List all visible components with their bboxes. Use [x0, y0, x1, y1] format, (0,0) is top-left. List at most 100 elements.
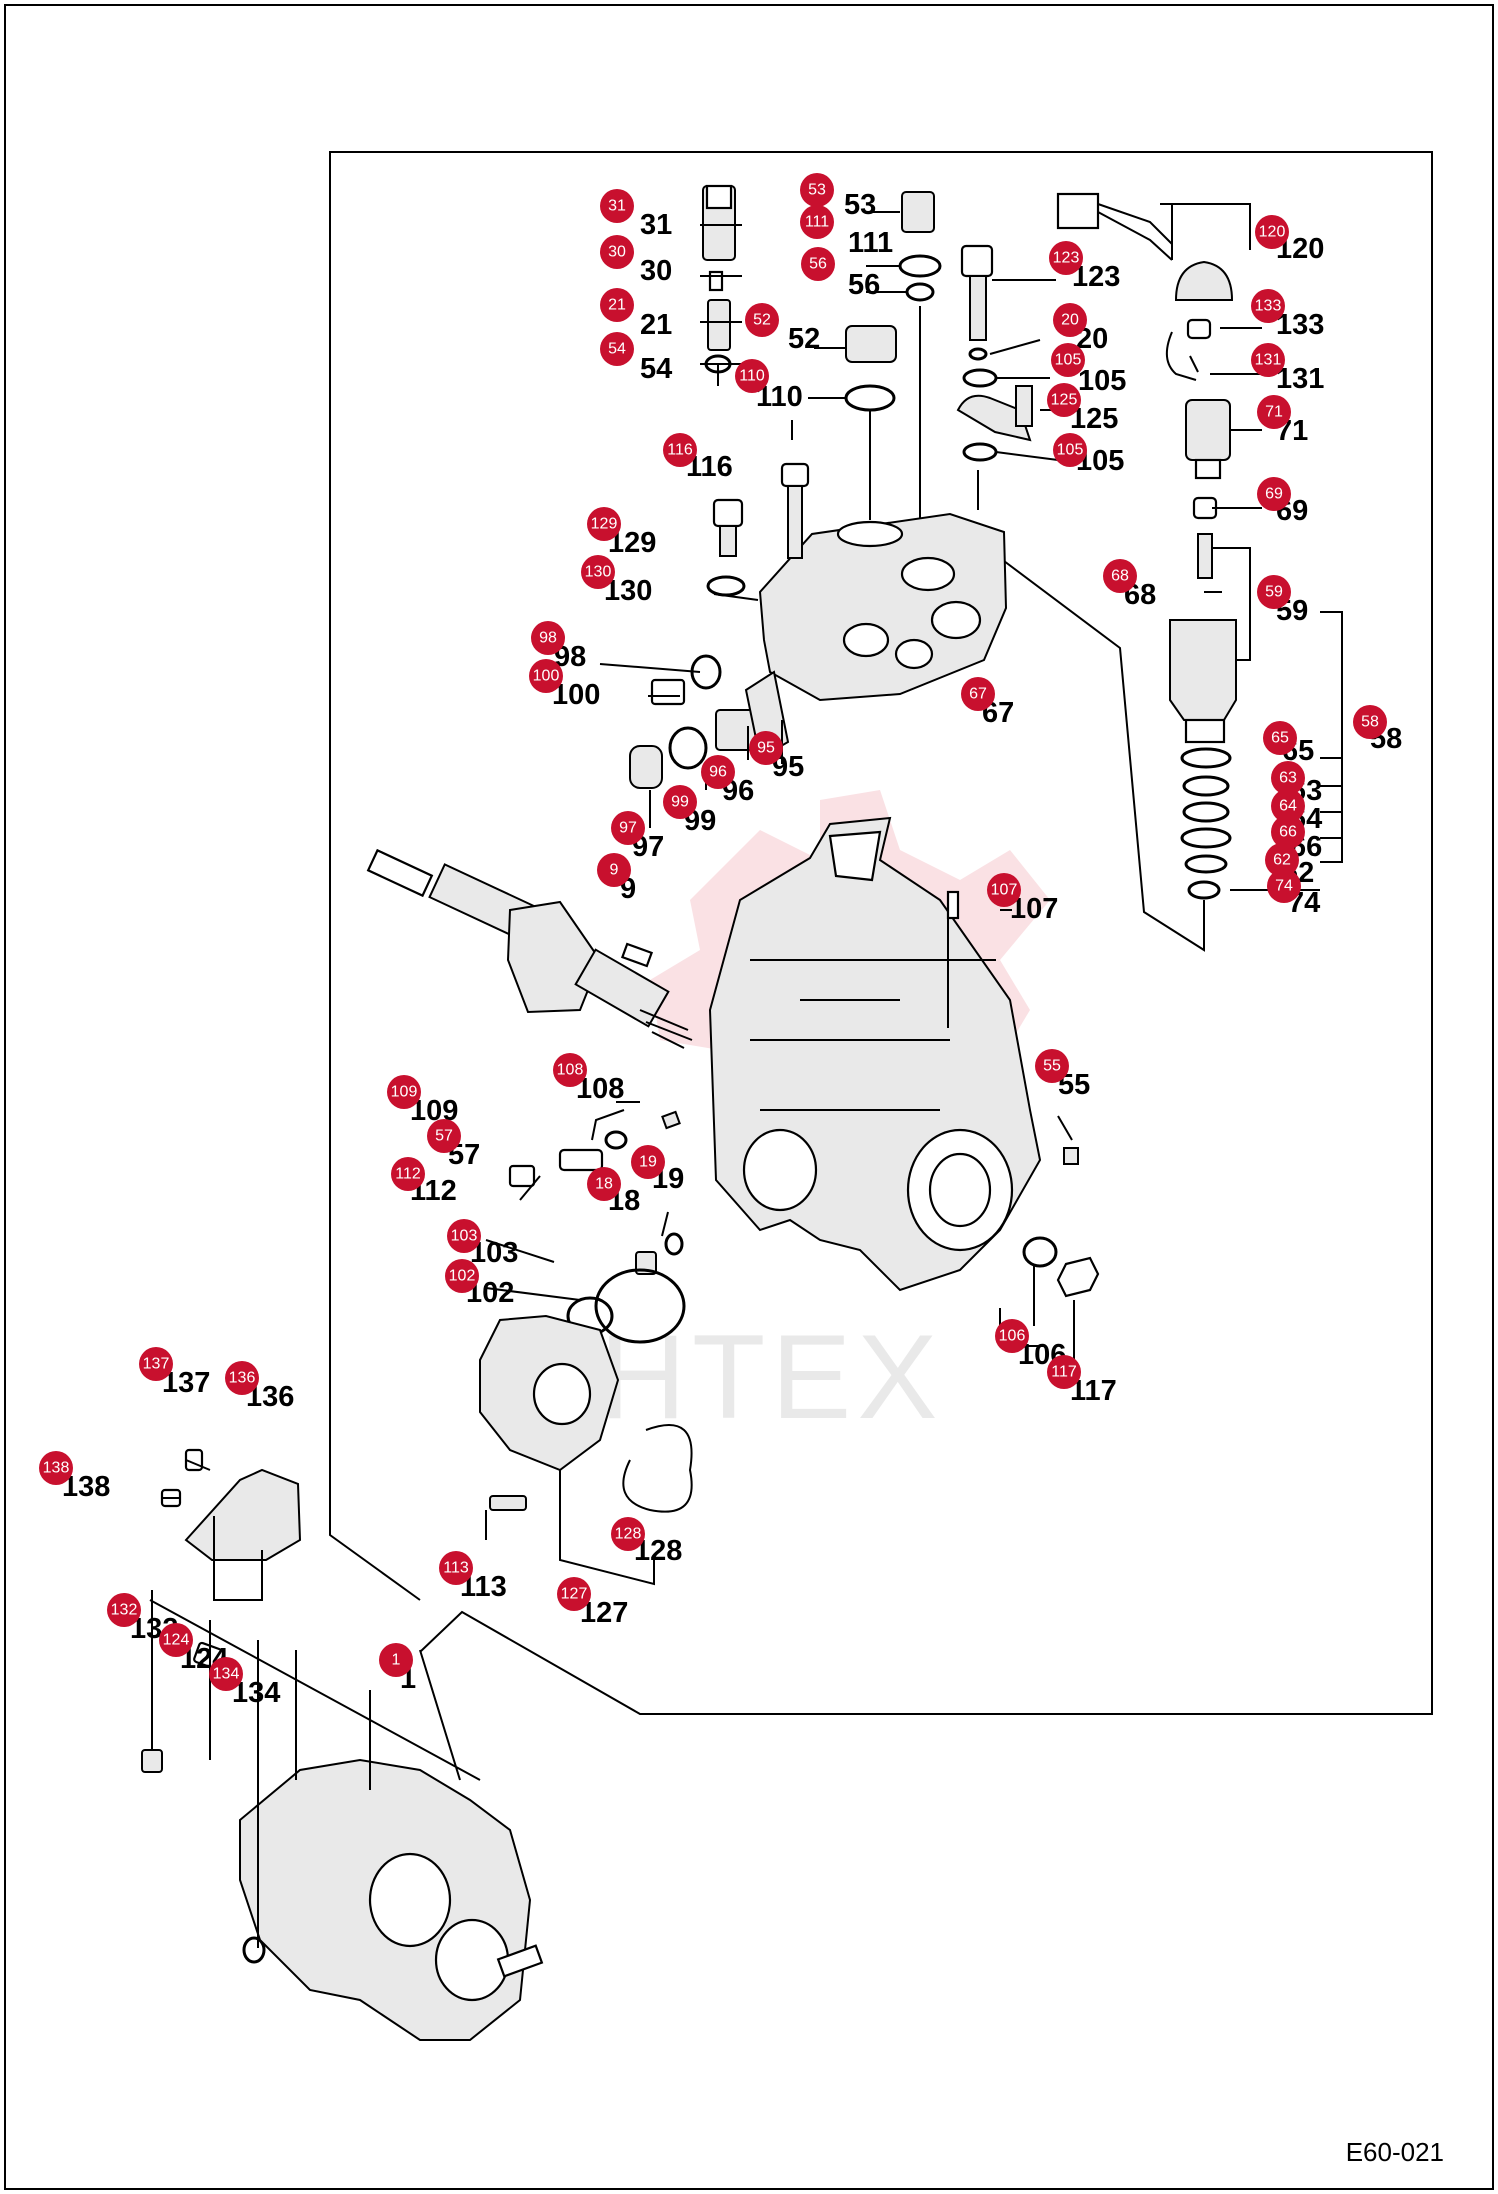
callout-circle-137[interactable]	[139, 1347, 173, 1381]
callout-circle-69[interactable]	[1257, 477, 1291, 511]
callout-circle-110[interactable]	[735, 359, 769, 393]
callout-circle-21[interactable]	[600, 288, 634, 322]
callout-circle-59[interactable]	[1257, 575, 1291, 609]
callout-badge-57[interactable]: 57	[427, 1119, 461, 1153]
callout-badge-136[interactable]: 136	[225, 1361, 259, 1395]
callout-circle-120[interactable]	[1255, 215, 1289, 249]
callout-circle-129[interactable]	[587, 507, 621, 541]
callout-circle-131[interactable]	[1251, 343, 1285, 377]
callout-badge-120[interactable]: 120	[1255, 215, 1289, 249]
callout-badge-21[interactable]: 21	[600, 288, 634, 322]
callout-circle-9[interactable]	[597, 853, 631, 887]
callout-badge-109[interactable]: 109	[387, 1075, 421, 1109]
callout-circle-55[interactable]	[1035, 1049, 1069, 1083]
callout-badge-105b[interactable]: 105	[1053, 433, 1087, 467]
callout-badge-58[interactable]: 58	[1353, 705, 1387, 739]
callout-badge-102[interactable]: 102	[445, 1259, 479, 1293]
callout-circle-106[interactable]	[995, 1319, 1029, 1353]
callout-badge-52[interactable]: 52	[745, 303, 779, 337]
callout-badge-31[interactable]: 31	[600, 189, 634, 223]
callout-badge-1[interactable]: 1	[379, 1643, 413, 1677]
callout-circle-57[interactable]	[427, 1119, 461, 1153]
callout-badge-67[interactable]: 67	[961, 677, 995, 711]
callout-badge-18[interactable]: 18	[587, 1167, 621, 1201]
callout-badge-127[interactable]: 127	[557, 1577, 591, 1611]
callout-badge-9[interactable]: 9	[597, 853, 631, 887]
callout-circle-97[interactable]	[611, 811, 645, 845]
callout-badge-116[interactable]: 116	[663, 433, 697, 467]
callout-circle-95[interactable]	[749, 731, 783, 765]
callout-badge-97[interactable]: 97	[611, 811, 645, 845]
callout-circle-127[interactable]	[557, 1577, 591, 1611]
callout-badge-125[interactable]: 125	[1047, 383, 1081, 417]
callout-badge-19[interactable]: 19	[631, 1145, 665, 1179]
callout-badge-137[interactable]: 137	[139, 1347, 173, 1381]
callout-badge-96[interactable]: 96	[701, 755, 735, 789]
callout-badge-112[interactable]: 112	[391, 1157, 425, 1191]
callout-badge-63[interactable]: 63	[1271, 761, 1305, 795]
callout-circle-68[interactable]	[1103, 559, 1137, 593]
callout-circle-99[interactable]	[663, 785, 697, 819]
callout-circle-67[interactable]	[961, 677, 995, 711]
callout-badge-132[interactable]: 132	[107, 1593, 141, 1627]
callout-circle-1[interactable]	[379, 1643, 413, 1677]
callout-badge-53[interactable]: 53	[800, 173, 834, 207]
callout-badge-103[interactable]: 103	[447, 1219, 481, 1253]
callout-circle-20[interactable]	[1053, 303, 1087, 337]
callout-circle-128[interactable]	[611, 1517, 645, 1551]
callout-badge-123[interactable]: 123	[1049, 241, 1083, 275]
callout-circle-134[interactable]	[209, 1657, 243, 1691]
callout-circle-31[interactable]	[600, 189, 634, 223]
callout-circle-58[interactable]	[1353, 705, 1387, 739]
callout-badge-62[interactable]: 62	[1265, 843, 1299, 877]
callout-circle-108[interactable]	[553, 1053, 587, 1087]
callout-badge-105a[interactable]: 105	[1051, 343, 1085, 377]
callout-circle-105a[interactable]	[1051, 343, 1085, 377]
callout-circle-71[interactable]	[1257, 395, 1291, 429]
callout-circle-56[interactable]	[801, 247, 835, 281]
callout-badge-69[interactable]: 69	[1257, 477, 1291, 511]
callout-circle-66[interactable]	[1271, 815, 1305, 849]
callout-circle-100[interactable]	[529, 659, 563, 693]
callout-circle-132[interactable]	[107, 1593, 141, 1627]
callout-badge-99[interactable]: 99	[663, 785, 697, 819]
callout-circle-109[interactable]	[387, 1075, 421, 1109]
callout-badge-66[interactable]: 66	[1271, 815, 1305, 849]
callout-badge-117[interactable]: 117	[1047, 1355, 1081, 1389]
callout-badge-110[interactable]: 110	[735, 359, 769, 393]
callout-circle-130[interactable]	[581, 555, 615, 589]
callout-badge-100[interactable]: 100	[529, 659, 563, 693]
callout-badge-108[interactable]: 108	[553, 1053, 587, 1087]
callout-circle-18[interactable]	[587, 1167, 621, 1201]
callout-badge-71[interactable]: 71	[1257, 395, 1291, 429]
callout-circle-117[interactable]	[1047, 1355, 1081, 1389]
callout-badge-68[interactable]: 68	[1103, 559, 1137, 593]
callout-badge-138[interactable]: 138	[39, 1451, 73, 1485]
callout-circle-113[interactable]	[439, 1551, 473, 1585]
callout-circle-96[interactable]	[701, 755, 735, 789]
callout-badge-106[interactable]: 106	[995, 1319, 1029, 1353]
callout-badge-56[interactable]: 56	[801, 247, 835, 281]
callout-circle-19[interactable]	[631, 1145, 665, 1179]
callout-badge-65[interactable]: 65	[1263, 721, 1297, 755]
callout-circle-125[interactable]	[1047, 383, 1081, 417]
callout-badge-20[interactable]: 20	[1053, 303, 1087, 337]
callout-circle-107[interactable]	[987, 873, 1021, 907]
callout-badge-113[interactable]: 113	[439, 1551, 473, 1585]
callout-badge-124[interactable]: 124	[159, 1623, 193, 1657]
callout-circle-65[interactable]	[1263, 721, 1297, 755]
callout-badge-107[interactable]: 107	[987, 873, 1021, 907]
callout-circle-133[interactable]	[1251, 289, 1285, 323]
callout-badge-131[interactable]: 131	[1251, 343, 1285, 377]
callout-circle-30[interactable]	[600, 235, 634, 269]
callout-badge-54[interactable]: 54	[600, 332, 634, 366]
callout-circle-111[interactable]	[800, 205, 834, 239]
callout-badge-55[interactable]: 55	[1035, 1049, 1069, 1083]
callout-badge-95[interactable]: 95	[749, 731, 783, 765]
callout-badge-129[interactable]: 129	[587, 507, 621, 541]
callout-circle-102[interactable]	[445, 1259, 479, 1293]
callout-badge-130[interactable]: 130	[581, 555, 615, 589]
callout-circle-136[interactable]	[225, 1361, 259, 1395]
callout-circle-64[interactable]	[1271, 789, 1305, 823]
callout-circle-52[interactable]	[745, 303, 779, 337]
